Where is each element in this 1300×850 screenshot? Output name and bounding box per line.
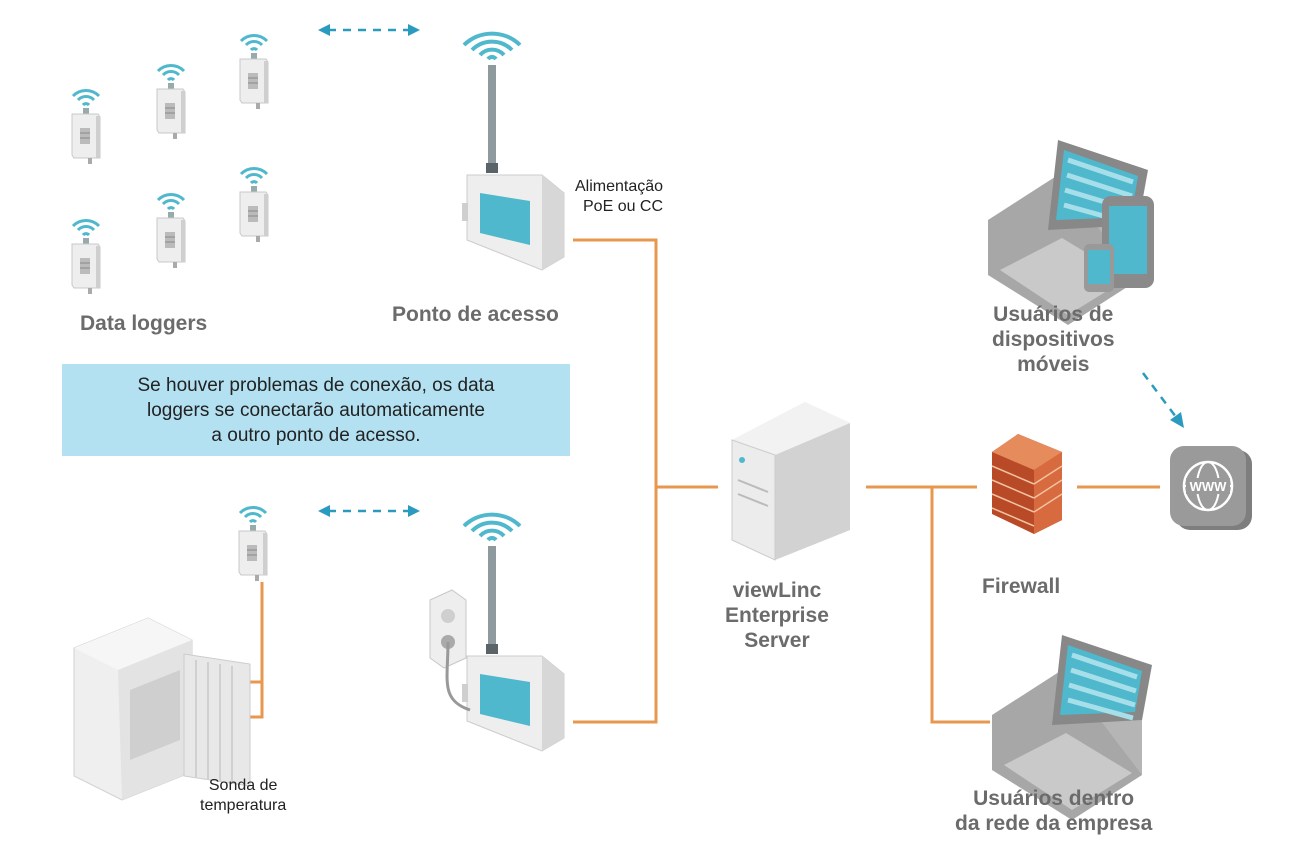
power-socket-icon bbox=[429, 589, 471, 712]
note-line-1: Se houver problemas de conexão, os data bbox=[137, 374, 495, 396]
mobile-users-line-3: móveis bbox=[1017, 353, 1090, 376]
server-label-line-1: viewLinc bbox=[732, 579, 822, 602]
connection-note: Se houver problemas de conexão, os data … bbox=[62, 364, 570, 456]
power-label: Alimentação PoE ou CC bbox=[575, 177, 663, 217]
fridge-icon bbox=[73, 617, 251, 801]
data-loggers-label: Data loggers bbox=[80, 312, 208, 335]
server-label-line-3: Server bbox=[744, 629, 810, 652]
note-line-3: a outro ponto de acesso. bbox=[211, 424, 421, 446]
mobile-users-line-1: Usuários de bbox=[993, 303, 1114, 326]
internal-users-wire bbox=[930, 487, 990, 724]
internal-users-line-2: da rede da empresa bbox=[955, 812, 1153, 835]
firewall-label: Firewall bbox=[982, 575, 1061, 598]
note-line-2: loggers se conectarão automaticamente bbox=[147, 399, 485, 421]
data-logger-icon bbox=[70, 33, 270, 583]
server-label: viewLinc Enterprise Server bbox=[725, 578, 829, 653]
power-label-line-1: Alimentação bbox=[575, 178, 664, 195]
globe-icon: WWW bbox=[1170, 446, 1252, 530]
probe-label-line-1: Sonda de bbox=[208, 777, 278, 794]
server-icon bbox=[731, 402, 850, 561]
access-point-wire bbox=[573, 238, 658, 724]
probe-label: Sonda de temperatura bbox=[200, 776, 286, 816]
mobile-users-line-2: dispositivos bbox=[992, 328, 1115, 351]
internal-users-label: Usuários dentro da rede da empresa bbox=[955, 786, 1152, 836]
power-label-line-2: PoE ou CC bbox=[583, 198, 664, 215]
server-label-line-2: Enterprise bbox=[725, 604, 829, 627]
probe-label-line-2: temperatura bbox=[200, 797, 287, 814]
phone-icon bbox=[1084, 196, 1154, 292]
mobile-users-label: Usuários de dispositivos móveis bbox=[992, 302, 1115, 377]
firewall-icon bbox=[991, 434, 1063, 534]
internal-users-line-1: Usuários dentro bbox=[973, 787, 1135, 810]
access-point-label: Ponto de acesso bbox=[392, 303, 559, 326]
www-label: WWW bbox=[1190, 479, 1228, 494]
